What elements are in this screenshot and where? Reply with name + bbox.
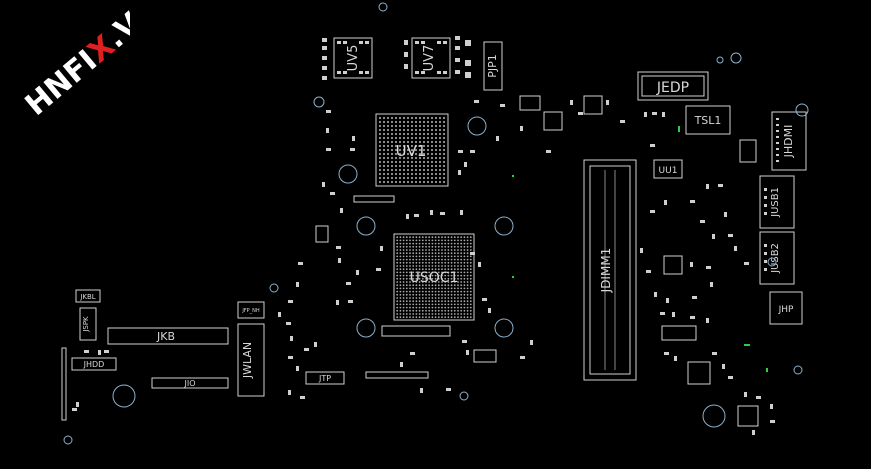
chip-uv1[interactable]: UV1 [375,113,449,187]
chip-uv7-label: UV7 [422,45,437,72]
connector-jusb2[interactable]: JUSB2 [759,231,795,285]
connector-jhp[interactable]: JHP [769,291,803,325]
connector-jhdmi-label: JHDMI [782,125,795,159]
connector-jhdd-label: JHDD [83,360,105,369]
connector-jkb[interactable]: JKB [107,327,229,345]
connector-pjp1-label: PJP1 [486,54,499,78]
connector-jio-label: JIO [183,379,195,388]
connector-jkbl-label: JKBL [79,293,95,301]
connector-jtp-label: JTP [318,374,331,383]
connector-pjp1[interactable]: PJP1 [483,41,503,91]
chip-uv5-label: UV5 [346,45,361,72]
connector-jwlan[interactable]: JWLAN [237,323,265,397]
chip-uv7[interactable]: UV7 [411,37,451,79]
chip-usoc1-label: USOC1 [410,270,459,286]
component-tsl1-label: TSL1 [694,114,722,127]
chip-uv5[interactable]: UV5 [333,37,373,79]
chip-uu1-label: UU1 [659,166,678,176]
connector-jdimm1[interactable]: JDIMM1 [583,159,637,381]
connector-jtp[interactable]: JTP [305,371,345,385]
connector-jkb-label: JKB [156,330,175,343]
connector-jspk[interactable]: JSPK [79,307,97,341]
connector-jhp-label: JHP [778,305,794,315]
connector-jkbl[interactable]: JKBL [75,289,101,303]
connector-jio[interactable]: JIO [151,377,229,389]
connector-jusb2-label: JUSB2 [770,243,781,274]
connector-jhdmi[interactable]: JHDMI [771,111,807,171]
connector-jhdd[interactable]: JHDD [71,357,117,371]
chip-uv1-label: UV1 [396,142,427,160]
connector-jusb1[interactable]: JUSB1 [759,175,795,229]
chip-usoc1[interactable]: USOC1 [393,233,475,321]
mounting-holes [63,2,809,445]
connector-jedp-label: JEDP [656,80,689,96]
connector-jfp-nh[interactable]: JFP_NH [237,301,265,319]
connector-jwlan-label: JWLAN [241,342,254,379]
connector-jfp-nh-label: JFP_NH [241,308,260,314]
connector-jdimm1-label: JDIMM1 [599,248,613,294]
watermark-text: HNFIX.VN [19,0,130,120]
connector-jusb1-label: JUSB1 [770,187,781,218]
component-tsl1[interactable]: TSL1 [685,105,731,135]
connector-jedp[interactable]: JEDP [637,71,709,101]
connector-jspk-label: JSPK [82,316,90,333]
chip-uu1[interactable]: UU1 [653,159,683,179]
hnfix-watermark-logo: HNFIX.VN [19,0,130,120]
